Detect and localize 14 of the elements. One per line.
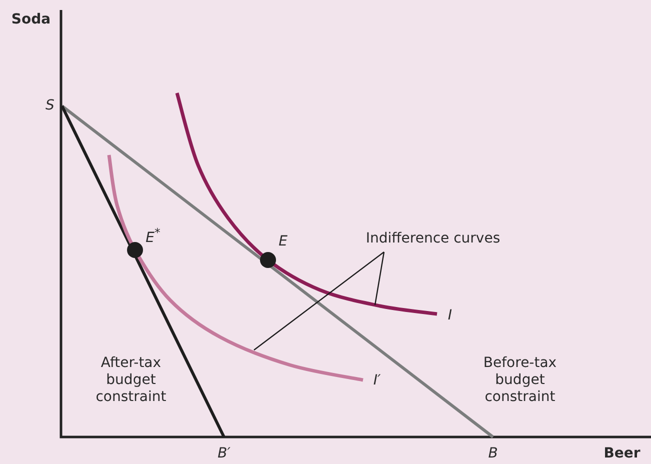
point-label: S [46,98,54,114]
point-label: E$^{*}$ [146,225,160,247]
axis-label: Beer [604,446,640,462]
line-label: After-tax budget constraint [94,354,168,406]
callout-text: Indifference curves [366,230,500,248]
curve-label: I′ [373,372,381,390]
curve-label: I [448,308,452,324]
leader-line [254,252,384,350]
point-label: E [278,234,288,250]
point-label: B′ [218,446,230,462]
leader-line [374,252,385,306]
axis-label: Soda [11,12,51,28]
line-label: Before-tax budget constraint [482,354,558,406]
point-label: B [488,446,498,462]
